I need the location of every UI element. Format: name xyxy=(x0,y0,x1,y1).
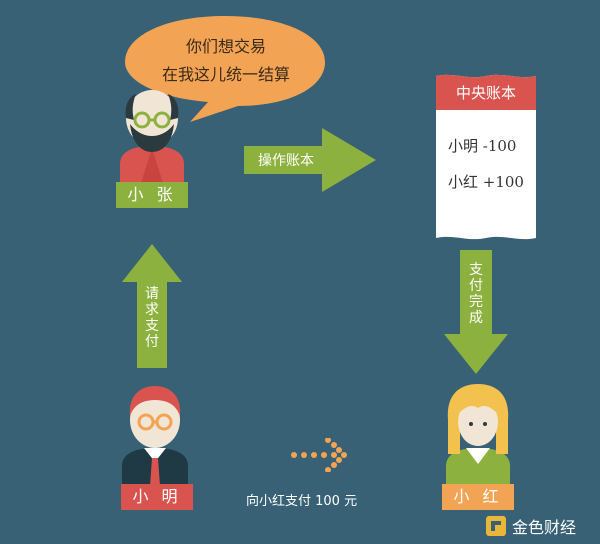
speech-bubble: 你们想交易 在我这儿统一结算 xyxy=(125,16,325,122)
ledger-paper xyxy=(436,74,536,240)
pay-done-char-2: 付 xyxy=(469,278,483,294)
zhang-name-label: 小 张 xyxy=(116,182,188,208)
request-pay-char-3: 支 xyxy=(145,318,159,334)
ledger-title: 中央账本 xyxy=(455,84,516,102)
watermark-text: 金色财经 xyxy=(512,518,577,537)
ledger-entry-hong: 小红 +100 xyxy=(448,173,524,191)
hong-avatar xyxy=(446,384,510,486)
watermark-logo-icon xyxy=(486,516,506,536)
pay-done-char-3: 完 xyxy=(469,294,483,310)
watermark: 金色财经 xyxy=(486,514,576,538)
payment-instruction: 向小红支付 100 元 xyxy=(246,494,358,509)
ledger-entry-ming: 小明 -100 xyxy=(448,137,517,155)
ming-name-label: 小 明 xyxy=(121,484,193,510)
pay-done-arrow: 支 付 完 成 xyxy=(444,250,508,374)
request-pay-char-1: 请 xyxy=(145,286,159,302)
zhang-avatar xyxy=(120,90,184,186)
operate-ledger-label: 操作账本 xyxy=(258,153,314,169)
bubble-line-2: 在我这儿统一结算 xyxy=(162,65,290,84)
request-pay-char-2: 求 xyxy=(145,302,159,318)
pay-done-char-1: 支 xyxy=(469,262,483,278)
hong-name-label: 小 红 xyxy=(442,484,514,510)
bubble-line-1: 你们想交易 xyxy=(186,37,266,56)
request-pay-arrow: 请 求 支 付 xyxy=(122,244,182,368)
dotted-arrow xyxy=(291,438,347,472)
ming-avatar xyxy=(122,386,188,486)
operate-ledger-arrow: 操作账本 xyxy=(244,128,376,192)
request-pay-char-4: 付 xyxy=(145,334,159,350)
pay-done-char-4: 成 xyxy=(469,310,483,326)
